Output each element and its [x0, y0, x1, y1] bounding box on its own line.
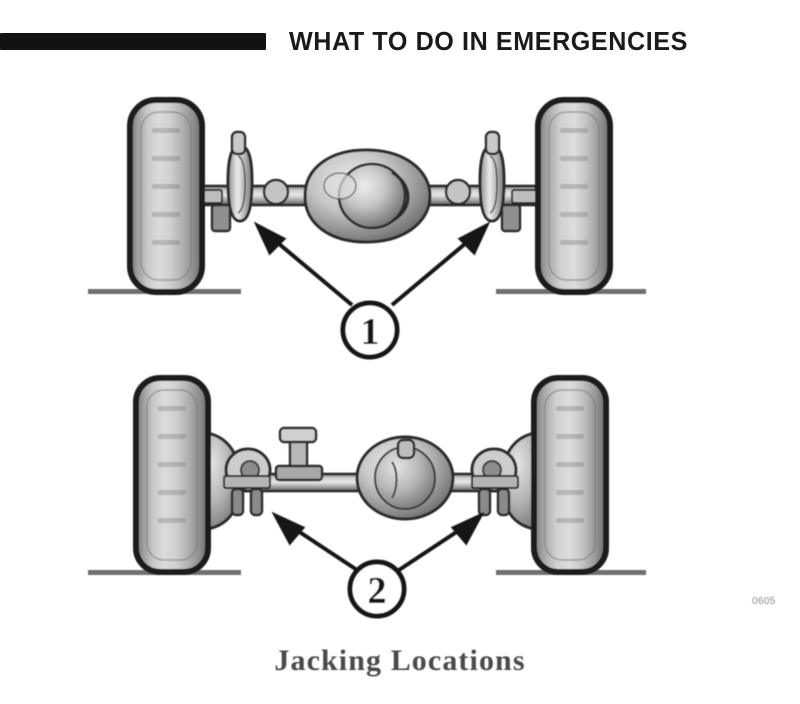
header-rule-bar [0, 33, 266, 50]
wheel-rear-left [127, 97, 205, 295]
callout-1-label: 1 [361, 311, 380, 353]
axle-knuckle-left [262, 178, 290, 206]
jacking-pad-right [478, 130, 539, 233]
rear-axle-diagram: 1 [88, 97, 646, 360]
figure-code: 0605 [752, 596, 776, 607]
callout-1-leaders [253, 221, 491, 307]
wheel-front-left [133, 375, 211, 575]
callout-1: 1 [340, 300, 400, 360]
callout-2-label: 2 [368, 570, 387, 612]
wheel-rear-right [535, 97, 613, 295]
axle-bracket-center [274, 426, 324, 482]
page-title: WHAT TO DO IN EMERGENCIES [289, 28, 689, 56]
axle-knuckle-right [444, 178, 472, 206]
page-header: WHAT TO DO IN EMERGENCIES [0, 26, 800, 60]
callout-2-leaders [271, 511, 485, 572]
front-axle-diagram: 2 [88, 375, 646, 619]
front-differential-housing [355, 435, 455, 521]
figure-caption: Jacking Locations [274, 644, 526, 677]
callout-2: 2 [347, 559, 407, 619]
differential-housing [303, 148, 432, 244]
wheel-front-right [531, 375, 609, 575]
